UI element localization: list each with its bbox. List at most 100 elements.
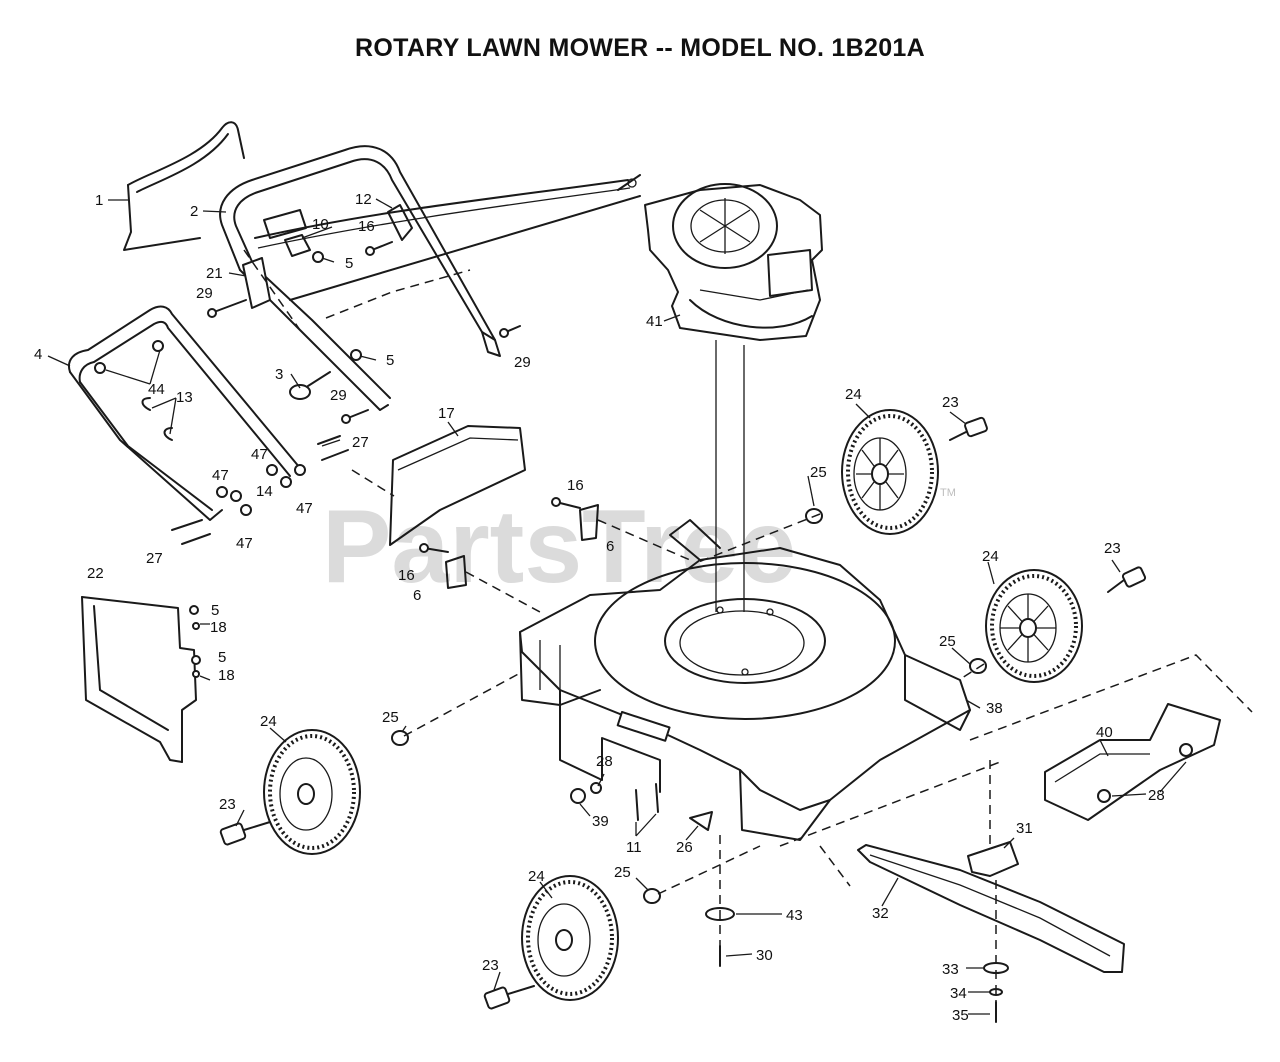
part-24-wheel-rear-left <box>841 409 939 535</box>
control-cable <box>254 178 641 301</box>
part-17-front-cover <box>389 425 526 546</box>
callout: 24 <box>260 713 277 730</box>
callout: 5 <box>345 255 353 272</box>
callout: 28 <box>596 753 613 770</box>
callout: 47 <box>236 535 253 552</box>
callout: 13 <box>176 389 193 406</box>
handle-plate <box>263 209 307 239</box>
part-28-nut <box>590 782 602 794</box>
callout: 21 <box>206 265 223 282</box>
callout: 16 <box>567 477 584 494</box>
leader-lines <box>47 198 1187 1015</box>
callout: 34 <box>950 985 967 1002</box>
part-21-handle-bracket <box>242 257 271 309</box>
watermark: PartsTree <box>322 489 796 605</box>
callout: 40 <box>1096 724 1113 741</box>
callout: 39 <box>592 813 609 830</box>
part-24-wheel-front-right <box>521 875 619 1001</box>
callout: 17 <box>438 405 455 422</box>
fasteners <box>94 241 659 821</box>
crankshaft-line <box>715 340 745 612</box>
part-10-bracket <box>284 234 311 257</box>
callout: 25 <box>614 864 631 881</box>
part-6-tab-b <box>445 555 467 589</box>
part-13-clip-b <box>163 427 173 441</box>
callout: 24 <box>982 548 999 565</box>
callout: 35 <box>952 1007 969 1024</box>
part-25-spacer-c <box>969 658 987 674</box>
callout: 23 <box>1104 540 1121 557</box>
callout: 23 <box>219 796 236 813</box>
mower-deck <box>519 519 971 841</box>
part-6-tab <box>579 504 599 541</box>
callout: 16 <box>398 567 415 584</box>
callout: 44 <box>148 381 165 398</box>
part-24-wheel-rear-right <box>985 569 1083 683</box>
part-31-blade-adapter <box>967 841 1019 877</box>
part-41-engine <box>617 174 823 341</box>
callout: 25 <box>382 709 399 726</box>
callout: 24 <box>528 868 545 885</box>
callout: 22 <box>87 565 104 582</box>
callout: 30 <box>756 947 773 964</box>
callout: 23 <box>942 394 959 411</box>
part-23-wheel-bolts <box>219 416 1147 1010</box>
diagram-title: ROTARY LAWN MOWER -- MODEL NO. 1B201A <box>355 34 925 62</box>
callout: 2 <box>190 203 198 220</box>
callout: 33 <box>942 961 959 978</box>
callout: 29 <box>330 387 347 404</box>
part-4-lower-handle <box>68 305 301 521</box>
callout: 18 <box>210 619 227 636</box>
callout: 32 <box>872 905 889 922</box>
part-22-grass-deflector <box>81 596 197 763</box>
callout: 5 <box>218 649 226 666</box>
callout: 23 <box>482 957 499 974</box>
callout: 43 <box>786 907 803 924</box>
callout: 27 <box>352 434 369 451</box>
assembly-lines <box>243 249 1253 1002</box>
part-40-side-deflector <box>1044 703 1221 821</box>
callout-labels: 1 2 10 5 12 16 21 29 41 4 3 5 29 44 13 1… <box>34 191 1165 1024</box>
callout: 12 <box>355 191 372 208</box>
callout: 24 <box>845 386 862 403</box>
callout: 28 <box>1148 787 1165 804</box>
callout: 5 <box>386 352 394 369</box>
part-1-bail <box>123 121 245 251</box>
callout: 29 <box>514 354 531 371</box>
part-39-spacer <box>570 788 586 804</box>
part-25-spacer-d <box>643 888 661 904</box>
callout: 47 <box>296 500 313 517</box>
callout: 6 <box>606 538 614 555</box>
part-3-eye-bolt <box>289 371 331 400</box>
callout: 14 <box>256 483 273 500</box>
callout: 18 <box>218 667 235 684</box>
callout: 3 <box>275 366 283 383</box>
callout: 27 <box>146 550 163 567</box>
part-13-clip <box>141 397 151 411</box>
callout: 41 <box>646 313 663 330</box>
callout: 6 <box>413 587 421 604</box>
callout: 11 <box>626 839 642 856</box>
part-25-spacer-a <box>391 730 409 746</box>
part-28-nut-b <box>1097 789 1111 803</box>
part-12-bracket <box>387 204 413 241</box>
callout: 26 <box>676 839 693 856</box>
callout: 4 <box>34 346 42 363</box>
part-32-blade <box>857 844 1125 973</box>
part-26-baffle <box>689 811 713 831</box>
callout: 25 <box>810 464 827 481</box>
callout: 1 <box>95 192 103 209</box>
callout: 10 <box>312 216 329 233</box>
callout: 38 <box>986 700 1003 717</box>
callout: 47 <box>212 467 229 484</box>
callout: 31 <box>1016 820 1033 837</box>
watermark-trademark: TM <box>940 487 956 499</box>
part-28-nut-c <box>1179 743 1193 757</box>
callout: 47 <box>251 446 268 463</box>
callout: 29 <box>196 285 213 302</box>
callout: 25 <box>939 633 956 650</box>
callout: 5 <box>211 602 219 619</box>
callout: 16 <box>358 218 375 235</box>
part-24-wheel-front-left <box>263 729 361 855</box>
